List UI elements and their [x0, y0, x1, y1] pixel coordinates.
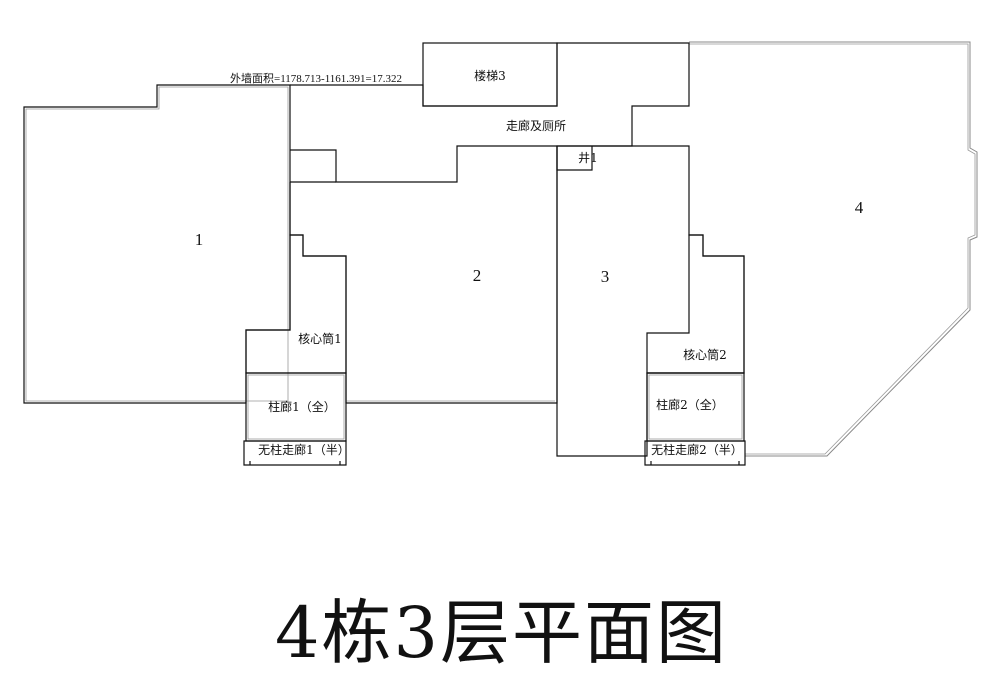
core-1-outline	[245, 234, 347, 374]
label-shaft-1: 井1	[578, 151, 598, 165]
colonnade-2-inner	[648, 374, 743, 440]
label-room-1: 1	[195, 230, 204, 249]
label-core-1: 核心筒1	[298, 331, 342, 346]
room-4-outline	[689, 41, 978, 457]
label-corridor-wc: 走廊及厕所	[506, 118, 566, 133]
room-2-outline	[289, 146, 558, 404]
area-note: 外墙面积=1178.713-1161.391=17.322	[230, 71, 402, 85]
label-room-3: 3	[601, 267, 610, 286]
label-colonnade-2: 柱廊2（全）	[656, 397, 724, 412]
label-room-4: 4	[855, 198, 864, 217]
open-corridor-2-outline	[644, 440, 746, 466]
label-open-corridor-1: 无柱走廊1（半）	[258, 442, 350, 457]
label-colonnade-1: 柱廊1（全）	[268, 399, 336, 414]
label-core-2: 核心筒2	[683, 347, 727, 362]
label-open-corridor-2: 无柱走廊2（半）	[651, 442, 743, 457]
stair-3-outline	[422, 42, 558, 107]
drawing-title: 4栋3层平面图	[274, 592, 729, 674]
open-corridor-1-outline	[243, 440, 347, 466]
corridor-outline	[290, 42, 690, 183]
colonnade-1-inner	[247, 374, 345, 440]
room-1-outline	[23, 84, 291, 404]
label-room-2: 2	[473, 266, 482, 285]
room-4-outline-inner	[689, 43, 976, 455]
room-1-outline-inner	[25, 86, 289, 402]
label-stair-3: 楼梯3	[474, 68, 506, 83]
